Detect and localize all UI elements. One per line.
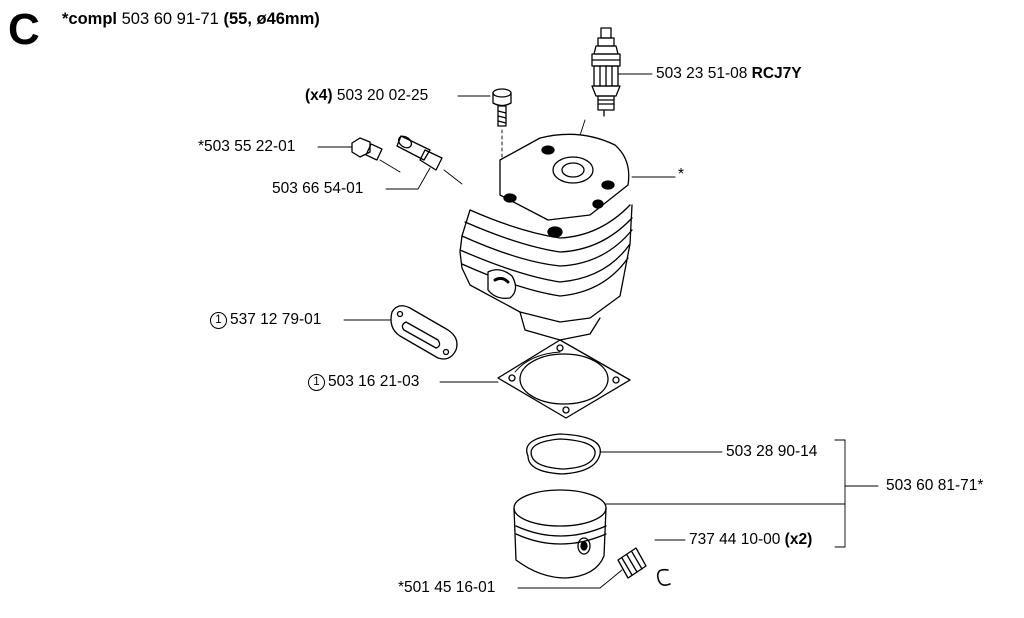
cylinder-part-number: * <box>678 166 685 183</box>
spark-plug-drawing <box>571 27 621 161</box>
needle-bearing-label: *501 45 16-01 <box>398 579 495 597</box>
spark-plug-part-number: 503 23 51-08 <box>656 65 748 82</box>
adapter-label: 503 66 54-01 <box>272 180 363 198</box>
circlip-part-number: 737 44 10-00 <box>689 531 781 548</box>
cylinder-gasket-circle-number: 1 <box>308 374 325 391</box>
circlip-label: 737 44 10-00 (x2) <box>689 531 812 549</box>
cylinder-gasket-drawing <box>497 339 631 419</box>
exhaust-gasket-circle-number: 1 <box>210 312 227 329</box>
piston-ring-label: 503 28 90-14 <box>726 443 817 461</box>
cylinder-label: * <box>678 166 684 184</box>
decompression-valve-part-number: *503 55 22-01 <box>198 138 296 155</box>
decompression-valve-label: *503 55 22-01 <box>198 138 295 156</box>
decompression-valve-drawing <box>351 137 401 173</box>
circlip-drawing <box>656 568 671 586</box>
piston-drawing <box>513 489 607 579</box>
circlip-qty: (x2) <box>784 531 813 548</box>
assembly-header: *compl 503 60 91-71 (55, ø46mm) <box>62 10 320 29</box>
spark-plug-label: 503 23 51-08 RCJ7Y <box>656 65 802 83</box>
exhaust-gasket-drawing <box>390 305 458 360</box>
needle-bearing-part-number: *501 45 16-01 <box>398 579 496 596</box>
screw-qty: (x4) <box>305 87 333 104</box>
cylinder-drawing <box>459 133 633 341</box>
section-letter: C <box>8 5 40 54</box>
leader-lines <box>317 73 879 589</box>
screw-label: (x4) 503 20 02-25 <box>305 87 428 105</box>
exhaust-gasket-part-number: 537 12 79-01 <box>230 311 322 328</box>
adapter-part-number: 503 66 54-01 <box>272 180 364 197</box>
needle-bearing-drawing <box>617 547 647 579</box>
piston-kit-part-number: 503 60 81-71* <box>886 477 984 494</box>
compl-part-number: 503 60 91-71 <box>121 10 219 28</box>
piston-ring-drawing <box>526 433 601 475</box>
piston-ring-part-number: 503 28 90-14 <box>726 443 818 460</box>
screw-drawing <box>492 88 512 186</box>
compl-spec: (55, ø46mm) <box>223 10 320 28</box>
compl-prefix: *compl <box>62 10 118 28</box>
cylinder-gasket-part-number: 503 16 21-03 <box>328 373 420 390</box>
spark-plug-type: RCJ7Y <box>751 65 802 82</box>
adapter-drawing <box>396 135 463 185</box>
screw-part-number: 503 20 02-25 <box>336 87 429 104</box>
piston-kit-label: 503 60 81-71* <box>886 477 983 495</box>
